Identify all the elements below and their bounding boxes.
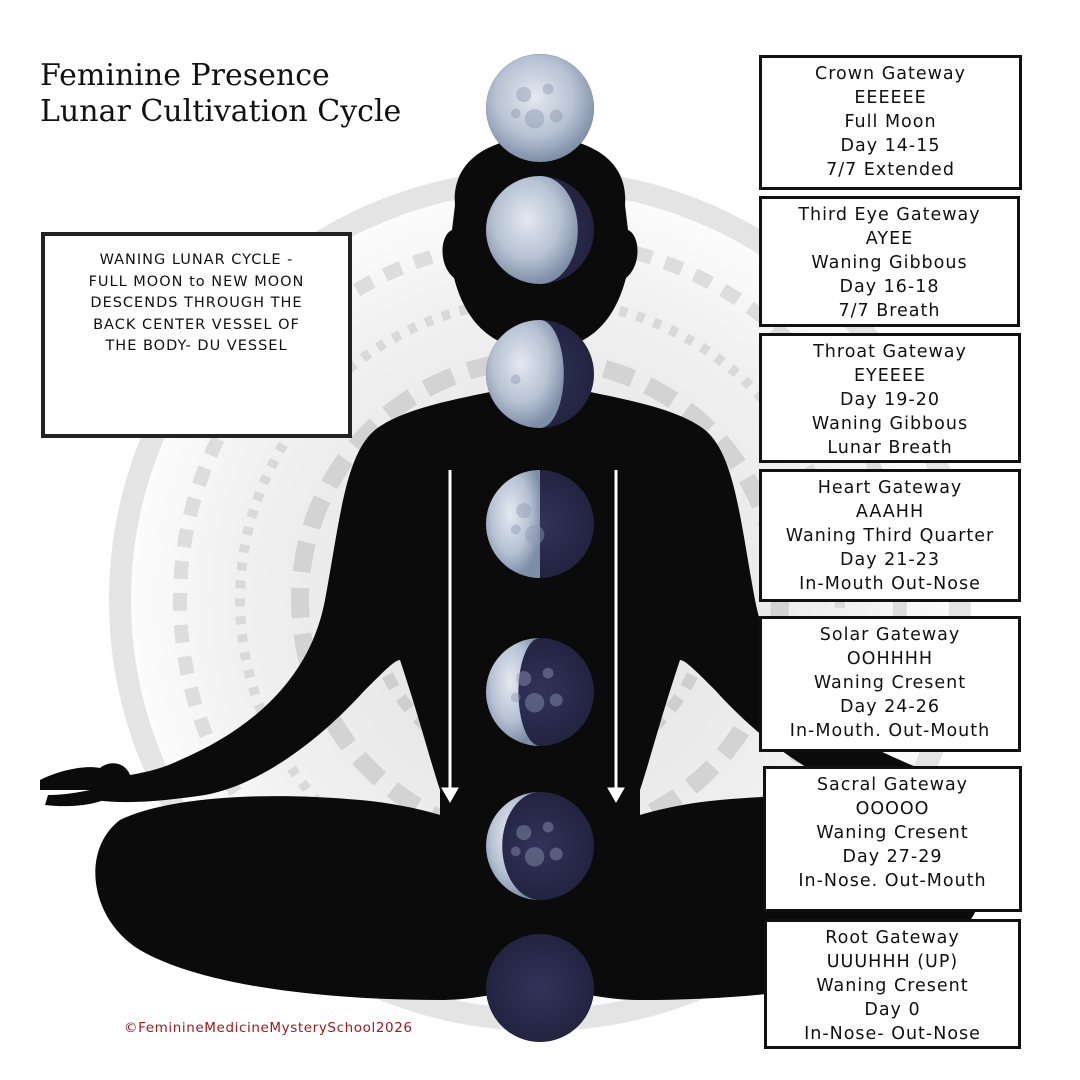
descending-arrows bbox=[441, 470, 625, 804]
gateway-line: Sacral Gateway bbox=[816, 775, 969, 795]
gateway-line: Full Moon bbox=[844, 112, 937, 132]
gateway-line: Waning Third Quarter bbox=[785, 526, 995, 546]
moon-crater bbox=[542, 83, 554, 95]
gateway-line: In-Nose- Out-Nose bbox=[804, 1024, 981, 1044]
gateway-box-root: Root Gateway UUUHHH (UP) Waning Cresent … bbox=[764, 919, 1021, 1049]
gateway-line: Day 24-26 bbox=[840, 697, 940, 717]
gateway-box-crown: Crown Gateway EEEEEE Full Moon Day 14-15… bbox=[759, 55, 1022, 190]
waning-line: THE BODY- DU VESSEL bbox=[105, 338, 288, 354]
spine-moon bbox=[486, 934, 594, 1042]
title-line-1: Feminine Presence bbox=[40, 58, 330, 93]
spine-moon bbox=[486, 54, 594, 162]
moon-crater bbox=[516, 670, 532, 687]
copyright-text: ©FeminineMedicineMysterySchool2026 bbox=[124, 1020, 413, 1036]
moon-crater bbox=[516, 502, 532, 519]
spine-moon bbox=[486, 792, 594, 900]
waning-line: FULL MOON to NEW MOON bbox=[88, 273, 305, 290]
gateway-line: Solar Gateway bbox=[819, 625, 961, 645]
spine-moon bbox=[486, 176, 594, 284]
arrow-right-head bbox=[607, 787, 625, 804]
gateway-line: Day 21-23 bbox=[840, 550, 940, 570]
waning-line: DESCENDS THROUGH THE bbox=[90, 295, 303, 311]
moon-crater bbox=[549, 693, 563, 707]
moon-crater bbox=[542, 821, 554, 833]
moon-dark-disc bbox=[486, 792, 594, 900]
gateway-line: In-Nose. Out-Mouth bbox=[798, 871, 987, 891]
gateway-line: Waning Gibbous bbox=[811, 414, 969, 434]
gateway-line: Day 16-18 bbox=[839, 277, 940, 297]
gateway-line: 7/7 Extended bbox=[826, 160, 955, 180]
gateway-line: OOHHHH bbox=[846, 649, 934, 669]
moon-crater bbox=[510, 524, 521, 535]
moon-crater bbox=[510, 374, 521, 385]
moon-crater bbox=[510, 108, 521, 119]
moon-crater bbox=[510, 846, 521, 857]
waning-cycle-text: WANING LUNAR CYCLE - FULL MOON to NEW MO… bbox=[45, 236, 348, 358]
gateway-line: Crown Gateway bbox=[814, 64, 966, 84]
gateway-line: EYEEEE bbox=[854, 366, 926, 386]
moon-lit-part bbox=[486, 320, 564, 428]
moon-crater bbox=[524, 693, 545, 713]
gateway-line: Throat Gateway bbox=[813, 342, 967, 362]
gateway-line: In-Mouth Out-Nose bbox=[799, 574, 981, 594]
gateway-line: Root Gateway bbox=[825, 928, 960, 948]
gateway-line: AAAHH bbox=[855, 502, 925, 522]
gateway-line: Waning Cresent bbox=[816, 823, 969, 843]
moon-crater bbox=[549, 847, 563, 861]
gateway-box-sacral: Sacral Gateway OOOOO Waning Cresent Day … bbox=[763, 766, 1022, 912]
gateway-line: Waning Cresent bbox=[813, 673, 967, 693]
moon-crater bbox=[524, 109, 545, 129]
spine-moon bbox=[486, 470, 594, 578]
gateway-line: Waning Gibbous bbox=[811, 253, 968, 273]
gateway-box-solar: Solar Gateway OOHHHH Waning Cresent Day … bbox=[759, 616, 1021, 752]
moon-crater bbox=[524, 847, 545, 867]
spine-moons bbox=[486, 54, 594, 1042]
gateway-line: EEEEEE bbox=[854, 88, 927, 108]
gateway-line: Waning Cresent bbox=[816, 976, 969, 996]
title-line-2: Lunar Cultivation Cycle bbox=[40, 94, 402, 129]
waning-line: BACK CENTER VESSEL OF bbox=[93, 316, 300, 333]
moon-crater bbox=[510, 692, 521, 703]
gateway-line: Day 14-15 bbox=[840, 136, 941, 156]
gateway-box-heart: Heart Gateway AAAHH Waning Third Quarter… bbox=[759, 469, 1021, 602]
gateway-line: OOOOO bbox=[855, 799, 930, 819]
moon-dark-disc bbox=[486, 934, 594, 1042]
gateway-line: Lunar Breath bbox=[827, 438, 953, 458]
moon-crater bbox=[524, 525, 545, 545]
moon-lit-part bbox=[486, 54, 594, 162]
page-title: Feminine Presence Lunar Cultivation Cycl… bbox=[40, 58, 401, 130]
gateway-line: Third Eye Gateway bbox=[798, 205, 981, 225]
gateway-line: 7/7 Breath bbox=[838, 301, 941, 321]
arrow-left-head bbox=[441, 787, 459, 804]
waning-line: WANING LUNAR CYCLE - bbox=[99, 252, 294, 268]
moon-crater bbox=[516, 824, 532, 841]
gateway-line: Day 0 bbox=[864, 1000, 921, 1020]
waning-cycle-box: WANING LUNAR CYCLE - FULL MOON to NEW MO… bbox=[41, 232, 352, 438]
gateway-line: AYEE bbox=[865, 229, 914, 249]
gateway-line: Day 19-20 bbox=[840, 390, 940, 410]
moon-lit-part bbox=[486, 638, 540, 746]
gateway-box-throat: Throat Gateway EYEEEE Day 19-20 Waning G… bbox=[759, 333, 1021, 463]
spine-moon bbox=[486, 320, 594, 428]
moon-lit-part bbox=[486, 470, 540, 578]
spine-moon bbox=[486, 638, 594, 746]
gateway-line: UUUHHH (UP) bbox=[826, 952, 959, 972]
moon-lit-part bbox=[486, 792, 540, 900]
gateway-box-third-eye: Third Eye Gateway AYEE Waning Gibbous Da… bbox=[759, 196, 1020, 327]
gateway-line: Heart Gateway bbox=[817, 478, 963, 498]
moon-crater bbox=[542, 667, 554, 679]
gateway-line: Day 27-29 bbox=[842, 847, 943, 867]
gateway-line: In-Mouth. Out-Mouth bbox=[789, 721, 991, 741]
moon-lit-part bbox=[486, 176, 578, 284]
moon-crater bbox=[516, 86, 532, 103]
moon-crater bbox=[549, 109, 563, 123]
